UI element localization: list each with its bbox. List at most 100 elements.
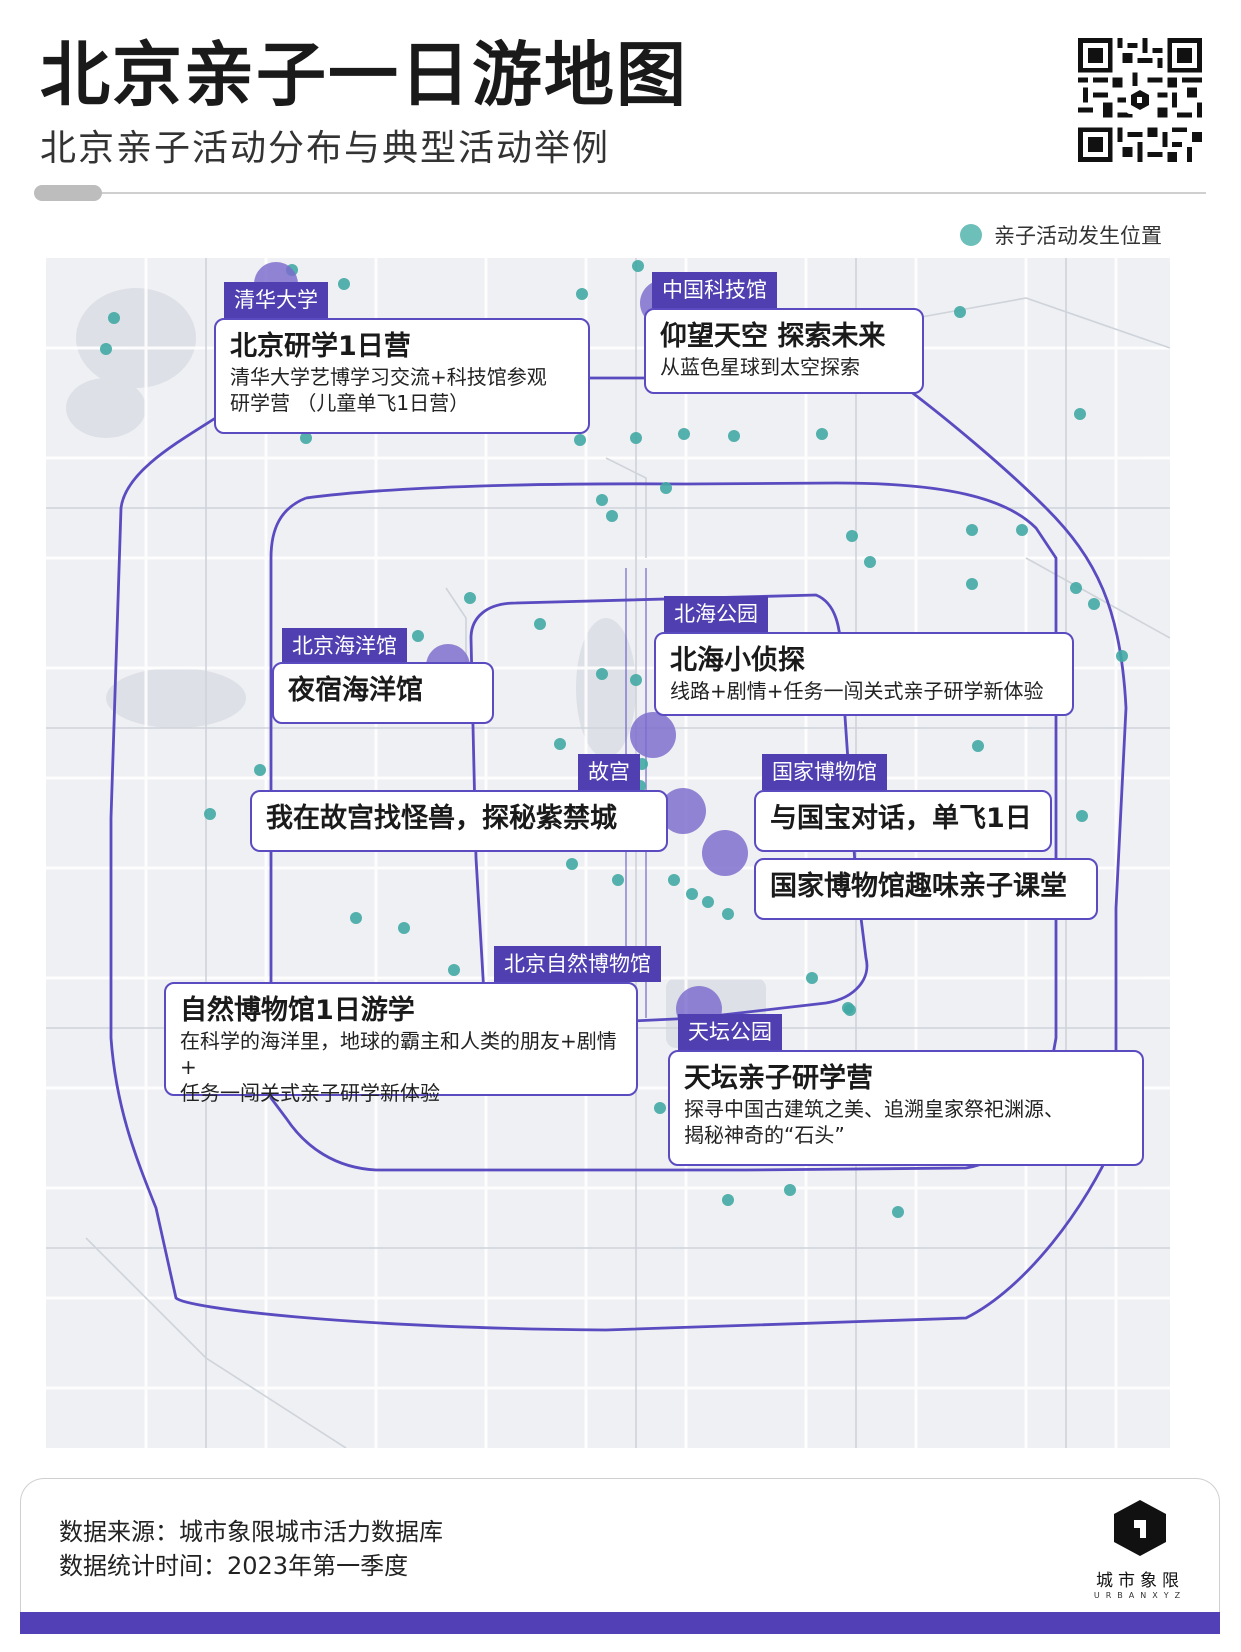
page-title: 北京亲子一日游地图 — [40, 34, 688, 116]
activity-spot — [300, 432, 312, 444]
place-card[interactable]: 夜宿海洋馆 — [272, 662, 494, 724]
footer-accent-bar — [20, 1612, 1220, 1634]
activity-spot — [654, 1102, 666, 1114]
activity-spot — [612, 874, 624, 886]
activity-spot — [1070, 582, 1082, 594]
divider-pill — [34, 185, 102, 201]
activity-spot — [954, 306, 966, 318]
activity-spot — [864, 556, 876, 568]
activity-spot — [350, 912, 362, 924]
activity-spot — [668, 874, 680, 886]
activity-spot — [204, 808, 216, 820]
activity-spot — [576, 288, 588, 300]
place-tag: 中国科技馆 — [652, 272, 777, 308]
qr-logo-icon — [1126, 86, 1154, 114]
card-desc: 在科学的海洋里，地球的霸主和人类的朋友+剧情+ — [180, 1029, 617, 1079]
activity-spot — [1088, 598, 1100, 610]
activity-spot — [1116, 650, 1128, 662]
activity-spot — [574, 434, 586, 446]
card-desc: 从蓝色星球到太空探索 — [660, 355, 860, 379]
card-desc: 研学营 （儿童单飞1日营） — [230, 391, 470, 415]
card-desc: 探寻中国古建筑之美、追溯皇家祭祀渊源、 — [684, 1097, 1064, 1121]
card-desc: 线路+剧情+任务一闯关式亲子研学新体验 — [670, 679, 1044, 703]
footer-panel: 数据来源：城市象限城市活力数据库 数据统计时间：2023年第一季度 — [20, 1478, 1220, 1630]
activity-spot — [846, 530, 858, 542]
card-desc: 揭秘神奇的“石头” — [684, 1123, 845, 1147]
activity-spot — [728, 430, 740, 442]
data-period: 数据统计时间：2023年第一季度 — [59, 1552, 409, 1580]
card-desc: 清华大学艺博学习交流+科技馆参观 — [230, 365, 547, 389]
card-desc: 任务一闯关式亲子研学新体验 — [180, 1081, 440, 1105]
place-card[interactable]: 我在故宫找怪兽，探秘紫禁城 — [250, 790, 668, 852]
poi-marker-beihai[interactable] — [630, 712, 676, 758]
activity-spot — [784, 1184, 796, 1196]
card-title: 北海小侦探 — [670, 645, 805, 676]
legend-label: 亲子活动发生位置 — [994, 224, 1162, 248]
card-title: 自然博物馆1日游学 — [180, 995, 415, 1026]
place-tag: 天坛公园 — [678, 1014, 782, 1050]
activity-spot — [464, 592, 476, 604]
place-tag: 北海公园 — [664, 596, 768, 632]
map-legend: 亲子活动发生位置 — [960, 220, 1162, 250]
poi-marker-national-museum[interactable] — [702, 830, 748, 876]
place-tag: 国家博物馆 — [762, 754, 887, 790]
activity-spot — [630, 432, 642, 444]
place-card[interactable]: 仰望天空 探索未来 从蓝色星球到太空探索 — [644, 308, 924, 394]
card-title: 北京研学1日营 — [230, 331, 411, 362]
activity-spot — [448, 964, 460, 976]
map-streets — [46, 258, 1170, 1448]
card-title: 仰望天空 探索未来 — [660, 321, 886, 352]
activity-spot — [596, 494, 608, 506]
card-title: 我在故宫找怪兽，探秘紫禁城 — [266, 803, 617, 834]
activity-spot — [722, 908, 734, 920]
activity-spot — [338, 278, 350, 290]
place-tag: 北京海洋馆 — [282, 628, 407, 664]
place-card[interactable]: 国家博物馆趣味亲子课堂 — [754, 858, 1098, 920]
brand-logo: 城市象限 URBANXYZ — [1090, 1498, 1190, 1600]
place-card[interactable]: 北海小侦探 线路+剧情+任务一闯关式亲子研学新体验 — [654, 632, 1074, 716]
place-card[interactable]: 自然博物馆1日游学 在科学的海洋里，地球的霸主和人类的朋友+剧情+ 任务一闯关式… — [164, 982, 638, 1105]
activity-spot — [678, 428, 690, 440]
card-title: 天坛亲子研学营 — [684, 1063, 873, 1094]
activity-spot — [686, 888, 698, 900]
activity-spot — [1016, 524, 1028, 536]
activity-spot — [554, 738, 566, 750]
activity-spot — [398, 922, 410, 934]
divider — [34, 192, 1206, 194]
card-title: 与国宝对话，单飞1日 — [770, 803, 1032, 834]
activity-spot — [722, 1194, 734, 1206]
activity-spot — [702, 896, 714, 908]
brand-name: 城市象限 — [1096, 1571, 1184, 1591]
place-card[interactable]: 与国宝对话，单飞1日 — [754, 790, 1052, 852]
card-title: 国家博物馆趣味亲子课堂 — [770, 871, 1067, 902]
activity-spot — [1076, 810, 1088, 822]
card-title: 夜宿海洋馆 — [288, 675, 423, 706]
activity-spot — [1074, 408, 1086, 420]
activity-spot — [632, 260, 644, 272]
activity-spot — [966, 524, 978, 536]
activity-spot — [606, 510, 618, 522]
activity-spot — [660, 482, 672, 494]
map-canvas[interactable]: 清华大学 北京研学1日营 清华大学艺博学习交流+科技馆参观 研学营 （儿童单飞1… — [46, 258, 1170, 1448]
activity-spot — [534, 618, 546, 630]
activity-spot — [254, 764, 266, 776]
activity-spot — [412, 630, 424, 642]
activity-spot — [892, 1206, 904, 1218]
place-tag: 清华大学 — [224, 282, 328, 318]
data-source: 数据来源：城市象限城市活力数据库 — [59, 1518, 443, 1546]
brand-cube-icon — [1114, 1500, 1166, 1556]
activity-spot — [816, 428, 828, 440]
activity-spot — [108, 312, 120, 324]
qr-code-icon — [1078, 38, 1202, 162]
legend-dot-icon — [960, 224, 982, 246]
activity-spot — [100, 343, 112, 355]
place-tag: 故宫 — [578, 754, 640, 790]
activity-spot — [566, 858, 578, 870]
brand-subname: URBANXYZ — [1093, 1591, 1187, 1600]
activity-spot — [844, 1004, 856, 1016]
activity-spot — [806, 972, 818, 984]
activity-spot — [972, 740, 984, 752]
place-card[interactable]: 天坛亲子研学营 探寻中国古建筑之美、追溯皇家祭祀渊源、 揭秘神奇的“石头” — [668, 1050, 1144, 1166]
place-card[interactable]: 北京研学1日营 清华大学艺博学习交流+科技馆参观 研学营 （儿童单飞1日营） — [214, 318, 590, 434]
activity-spot — [596, 668, 608, 680]
